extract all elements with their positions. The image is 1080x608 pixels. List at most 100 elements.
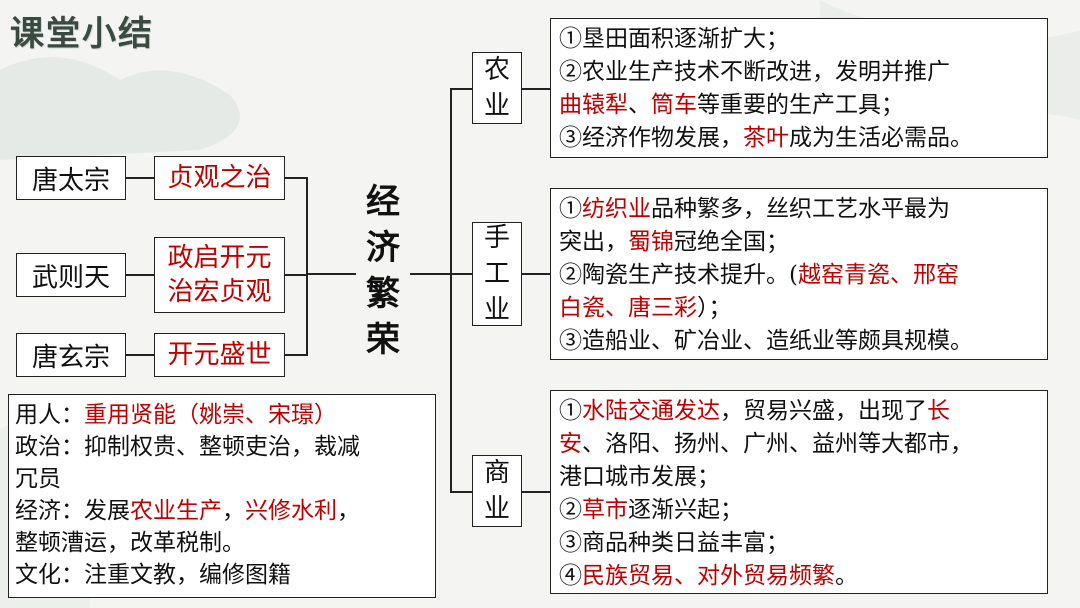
- text-segment: 经济：发展: [15, 498, 130, 524]
- connector: [450, 88, 452, 493]
- main-topic-char: 荣: [366, 320, 400, 360]
- detail-line: ②陶瓷生产技术提升。(越窑青瓷、邢窑: [559, 259, 1039, 292]
- text-segment: ③商品种类日益丰富；: [559, 530, 789, 556]
- highlight-text: 草市: [582, 497, 628, 523]
- text-segment: 、: [628, 92, 651, 118]
- connector: [410, 273, 452, 275]
- detail-line: ①垦田面积逐渐扩大；: [559, 23, 1039, 56]
- text-segment: ①: [559, 196, 582, 222]
- detail-line: 经济：发展农业生产，兴修水利，: [15, 495, 429, 527]
- policy-zhenguan: 贞观之治: [154, 156, 285, 200]
- sector-label-char: 手: [483, 223, 510, 253]
- policy-line: 政启开元: [167, 243, 272, 273]
- policy-line: 开元盛世: [167, 340, 272, 370]
- policy-kaiyuan: 开元盛世: [154, 333, 285, 377]
- detail-commerce: ①水陆交通发达，贸易兴盛，出现了长安、洛阳、扬州、广州、益州等大都市，港口城市发…: [550, 390, 1048, 594]
- policy-line: 贞观之治: [167, 163, 272, 193]
- text-segment: ③经济作物发展，: [559, 125, 743, 151]
- text-segment: 突出，: [559, 229, 628, 255]
- text-segment: ，: [337, 498, 360, 524]
- detail-line: 用人：重用贤能（姚崇、宋璟）: [15, 399, 429, 431]
- text-segment: 等重要的生产工具；: [697, 92, 904, 118]
- detail-line: 曲辕犁、筒车等重要的生产工具；: [559, 89, 1039, 122]
- page-title: 课堂小结: [10, 14, 154, 54]
- sector-handicraft: 手 工 业: [472, 222, 522, 326]
- text-segment: 成为生活必需品。: [789, 125, 973, 151]
- text-segment: 。: [835, 563, 858, 589]
- text-segment: ②农业生产技术不断改进，发明并推广: [559, 59, 950, 85]
- highlight-text: 水陆交通发达: [582, 398, 720, 424]
- detail-line: ④民族贸易、对外贸易频繁。: [559, 560, 1039, 593]
- connector: [450, 491, 472, 493]
- connector: [285, 274, 307, 276]
- text-segment: ①垦田面积逐渐扩大；: [559, 26, 789, 52]
- main-topic: 经 济 繁 荣: [356, 182, 410, 360]
- detail-line: 冗员: [15, 463, 429, 495]
- connector: [450, 273, 472, 275]
- detail-line: 港口城市发展；: [559, 461, 1039, 494]
- connector: [126, 177, 154, 179]
- detail-line: 文化：注重文教，编修图籍: [15, 559, 429, 591]
- connector: [522, 491, 550, 493]
- sector-label-char: 农: [483, 55, 510, 85]
- sector-commerce: 商 业: [472, 455, 522, 527]
- connector: [306, 177, 308, 356]
- detail-line: ③商品种类日益丰富；: [559, 527, 1039, 560]
- highlight-text: 曲辕犁: [559, 92, 628, 118]
- highlight-text: 安: [559, 431, 582, 457]
- highlight-text: 重用贤能（姚崇、宋璟）: [84, 402, 337, 428]
- text-segment: ，: [222, 498, 245, 524]
- text-segment: 用人：: [15, 402, 84, 428]
- policy-zhengqi: 政启开元 治宏贞观: [154, 237, 285, 313]
- detail-line: ②草市逐渐兴起；: [559, 494, 1039, 527]
- sector-label-char: 业: [483, 91, 510, 121]
- text-segment: ④: [559, 563, 582, 589]
- detail-handicraft: ①纺织业品种繁多，丝织工艺水平最为突出，蜀锦冠绝全国；②陶瓷生产技术提升。(越窑…: [550, 188, 1048, 360]
- detail-line: ①纺织业品种繁多，丝织工艺水平最为: [559, 193, 1039, 226]
- text-segment: ③造船业、矿冶业、造纸业等颇具规模。: [559, 328, 973, 354]
- emperor-xuanzong: 唐玄宗: [16, 333, 126, 377]
- text-segment: ②陶瓷生产技术提升。(: [559, 262, 798, 288]
- highlight-text: 越窑青瓷、邢窑: [797, 262, 959, 288]
- detail-line: 白瓷、唐三彩）；: [559, 292, 1039, 325]
- highlight-text: 茶叶: [743, 125, 789, 151]
- emperor-name: 唐玄宗: [31, 342, 110, 373]
- main-topic-char: 繁: [366, 274, 400, 314]
- emperor-name: 唐太宗: [31, 165, 110, 196]
- connector: [126, 354, 154, 356]
- text-segment: 、洛阳、扬州、广州、益州等大都市，: [582, 431, 973, 457]
- connector: [306, 273, 356, 275]
- text-segment: 港口城市发展；: [559, 464, 720, 490]
- detail-line: 安、洛阳、扬州、广州、益州等大都市，: [559, 428, 1039, 461]
- text-segment: 政治：抑制权贵、整顿吏治，裁减: [15, 434, 360, 460]
- highlight-text: 纺织业: [582, 196, 651, 222]
- highlight-text: 筒车: [651, 92, 697, 118]
- highlight-text: 长: [927, 398, 950, 424]
- detail-agriculture: ①垦田面积逐渐扩大；②农业生产技术不断改进，发明并推广曲辕犁、筒车等重要的生产工…: [550, 18, 1048, 158]
- text-segment: 品种繁多，丝织工艺水平最为: [651, 196, 950, 222]
- highlight-text: 兴修水利: [245, 498, 337, 524]
- text-segment: ①: [559, 398, 582, 424]
- detail-line: 政治：抑制权贵、整顿吏治，裁减: [15, 431, 429, 463]
- policy-line: 治宏贞观: [167, 277, 272, 307]
- text-segment: 冠绝全国；: [674, 229, 789, 255]
- connector: [285, 177, 307, 179]
- detail-line: ②农业生产技术不断改进，发明并推广: [559, 56, 1039, 89]
- detail-line: ③经济作物发展，茶叶成为生活必需品。: [559, 122, 1039, 155]
- text-segment: 文化：注重文教，编修图籍: [15, 562, 291, 588]
- text-segment: ）；: [697, 295, 732, 321]
- sector-label-char: 工: [483, 259, 510, 289]
- connector: [522, 88, 550, 90]
- connector: [285, 354, 307, 356]
- sector-agriculture: 农 业: [472, 52, 522, 124]
- highlight-text: 农业生产: [130, 498, 222, 524]
- connector: [450, 88, 472, 90]
- connector: [126, 274, 154, 276]
- text-segment: 冗员: [15, 466, 61, 492]
- sector-label-char: 商: [483, 458, 510, 488]
- detail-line: 突出，蜀锦冠绝全国；: [559, 226, 1039, 259]
- highlight-text: 民族贸易、对外贸易频繁: [582, 563, 835, 589]
- connector: [522, 273, 550, 275]
- text-segment: ②: [559, 497, 582, 523]
- highlight-text: 白瓷、唐三彩: [559, 295, 697, 321]
